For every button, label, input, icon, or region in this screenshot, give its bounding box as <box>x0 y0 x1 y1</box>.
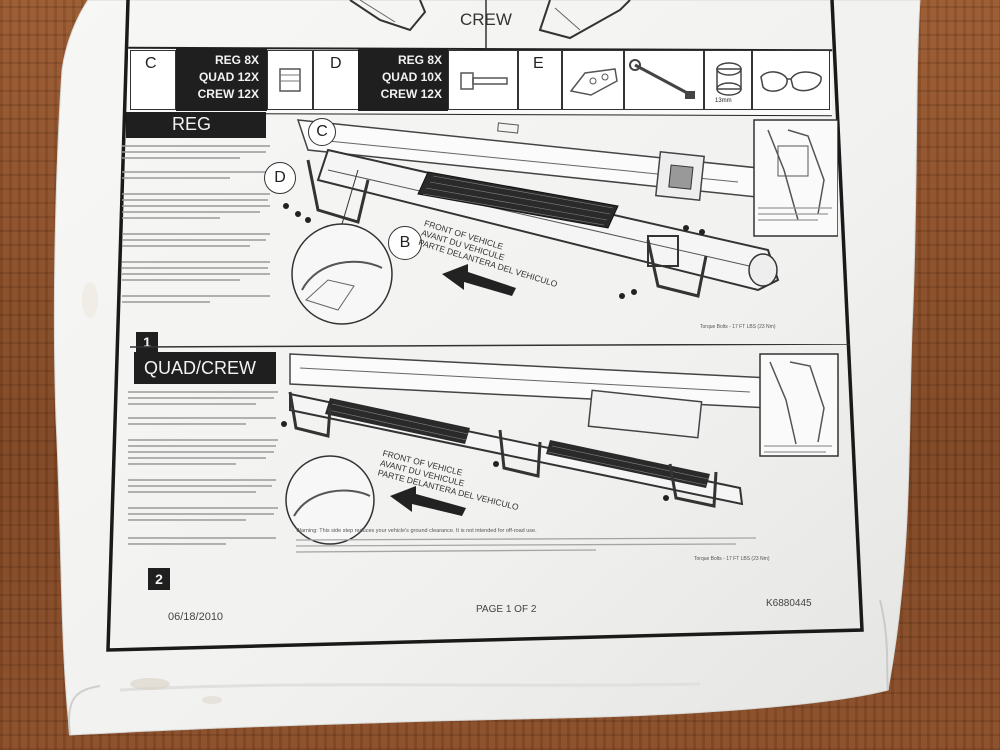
part-c-qty-crew: CREW 12X <box>197 87 259 101</box>
part-d-label: D <box>330 55 342 72</box>
section-reg-title: REG <box>126 112 266 138</box>
section-reg-title-text: REG <box>172 114 212 134</box>
instruction-text-lines <box>122 145 270 303</box>
callout-c-text: C <box>316 123 328 140</box>
callout-b-text: B <box>399 234 411 251</box>
callout-d-marker: D <box>264 162 296 194</box>
part-d-quantity-box: REG 8X QUAD 10X CREW 12X <box>358 48 448 111</box>
callout-d-text: D <box>274 169 286 186</box>
tool-glasses-cell <box>752 50 830 110</box>
wrench-icon <box>629 59 695 99</box>
instruction-text-lines-2 <box>128 391 278 545</box>
torque-note-1: Torque Bolts - 17 FT LBS (23 Nm) <box>700 324 776 330</box>
part-d-cell: D <box>313 50 359 110</box>
crew-step-diagram-top <box>349 0 631 48</box>
warning-fine-print-lines <box>295 537 757 553</box>
torque-note-2: Torque Bolts - 17 FT LBS (23 Nm) <box>694 556 770 562</box>
part-e-cell: E <box>518 50 562 110</box>
tool-wrench-cell <box>624 50 704 110</box>
step-number-2: 2 <box>148 568 170 590</box>
part-c-qty-quad: QUAD 12X <box>198 70 259 84</box>
part-c-quantity-box: REG 8X QUAD 12X CREW 12X <box>176 48 267 111</box>
part-c-qty-reg: REG 8X <box>214 53 259 67</box>
socket-icon <box>716 62 742 96</box>
section-quadcrew-title-text: QUAD/CREW <box>144 358 256 378</box>
warning-text: Warning: This side step reduces your veh… <box>296 528 537 534</box>
part-c-cell: C <box>130 50 176 110</box>
section-quadcrew-instructions <box>126 388 286 568</box>
section-reg-instructions <box>120 142 278 322</box>
section-divider <box>130 344 850 348</box>
safety-glasses-icon <box>760 71 822 92</box>
part-c-label: C <box>145 55 157 72</box>
callout-c-marker: C <box>308 118 336 146</box>
socket-size-label: 13mm <box>715 98 732 104</box>
part-d-image-cell <box>448 50 518 110</box>
section-quadcrew-title: QUAD/CREW <box>134 352 276 384</box>
part-c-image-cell <box>267 50 313 110</box>
section-quadcrew-diagram <box>281 353 839 545</box>
nut-icon <box>279 68 301 92</box>
warning-text-fine-print <box>295 536 766 556</box>
bracket-icon <box>569 68 618 96</box>
part-d-qty-reg: REG 8X <box>397 53 442 67</box>
tool-socket-cell: 13mm <box>704 50 752 110</box>
step-number-2-text: 2 <box>155 571 163 587</box>
part-d-qty-crew: CREW 12X <box>380 87 442 101</box>
step-number-1-text: 1 <box>143 334 151 350</box>
crew-label: CREW <box>460 10 512 29</box>
section-reg-diagram <box>283 119 838 325</box>
bolt-icon <box>460 72 508 90</box>
footer-part-number: K6880445 <box>766 598 812 609</box>
footer-page-number: PAGE 1 OF 2 <box>476 604 537 615</box>
callout-b-marker: B <box>388 226 422 260</box>
part-e-image-cell <box>562 50 624 110</box>
footer-date: 06/18/2010 <box>168 611 224 623</box>
part-d-qty-quad: QUAD 10X <box>381 70 442 84</box>
part-e-label: E <box>533 55 544 72</box>
